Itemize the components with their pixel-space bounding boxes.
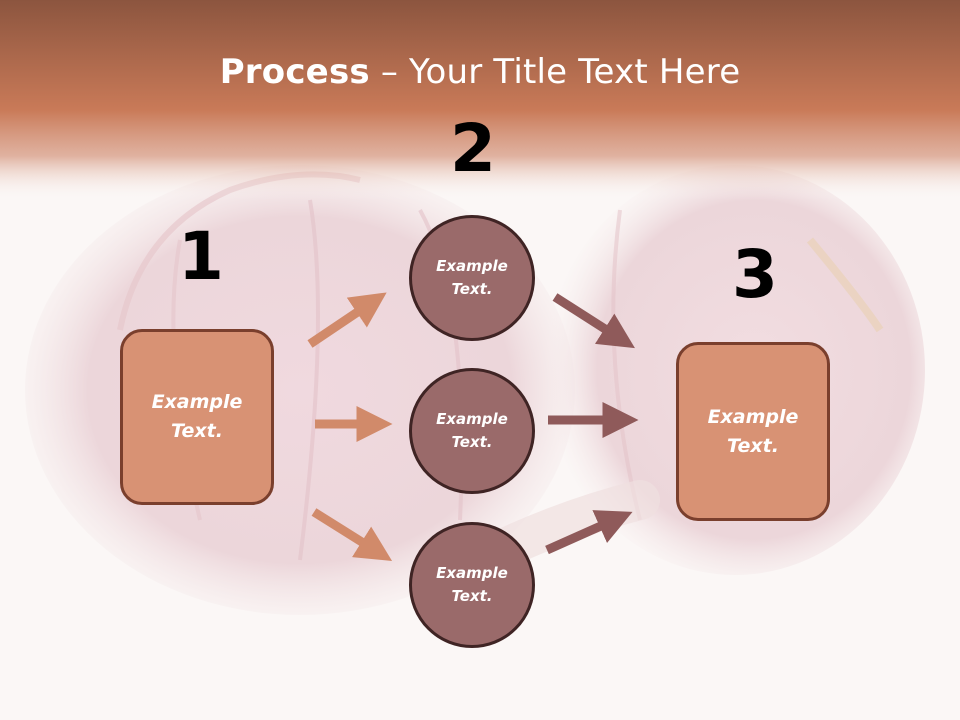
slide-title: Process – Your Title Text Here [0, 52, 960, 92]
arrow-1-to-2c [311, 508, 393, 561]
arrow-2c-to-3 [545, 510, 633, 555]
step-1-box[interactable]: Example Text. [120, 329, 274, 505]
step-2-circle-3[interactable]: Example Text. [409, 522, 535, 648]
step-3-box[interactable]: Example Text. [676, 342, 830, 521]
arrow-1-to-2a [307, 292, 387, 348]
step-2-circle-1-text: Example Text. [436, 257, 508, 298]
step-2-circle-1[interactable]: Example Text. [409, 215, 535, 341]
step-1-text: Example Text. [151, 391, 243, 442]
step-number-3: 3 [732, 236, 778, 313]
step-3-text: Example Text. [707, 405, 799, 457]
step-2-circle-2-text: Example Text. [436, 410, 508, 451]
step-number-1: 1 [178, 218, 224, 295]
title-bold: Process [219, 52, 370, 92]
arrow-2a-to-3 [552, 293, 635, 349]
step-2-circle-2[interactable]: Example Text. [409, 368, 535, 494]
step-2-circle-3-text: Example Text. [436, 564, 508, 605]
step-number-2: 2 [450, 110, 496, 187]
title-rest: – Your Title Text Here [369, 52, 741, 92]
